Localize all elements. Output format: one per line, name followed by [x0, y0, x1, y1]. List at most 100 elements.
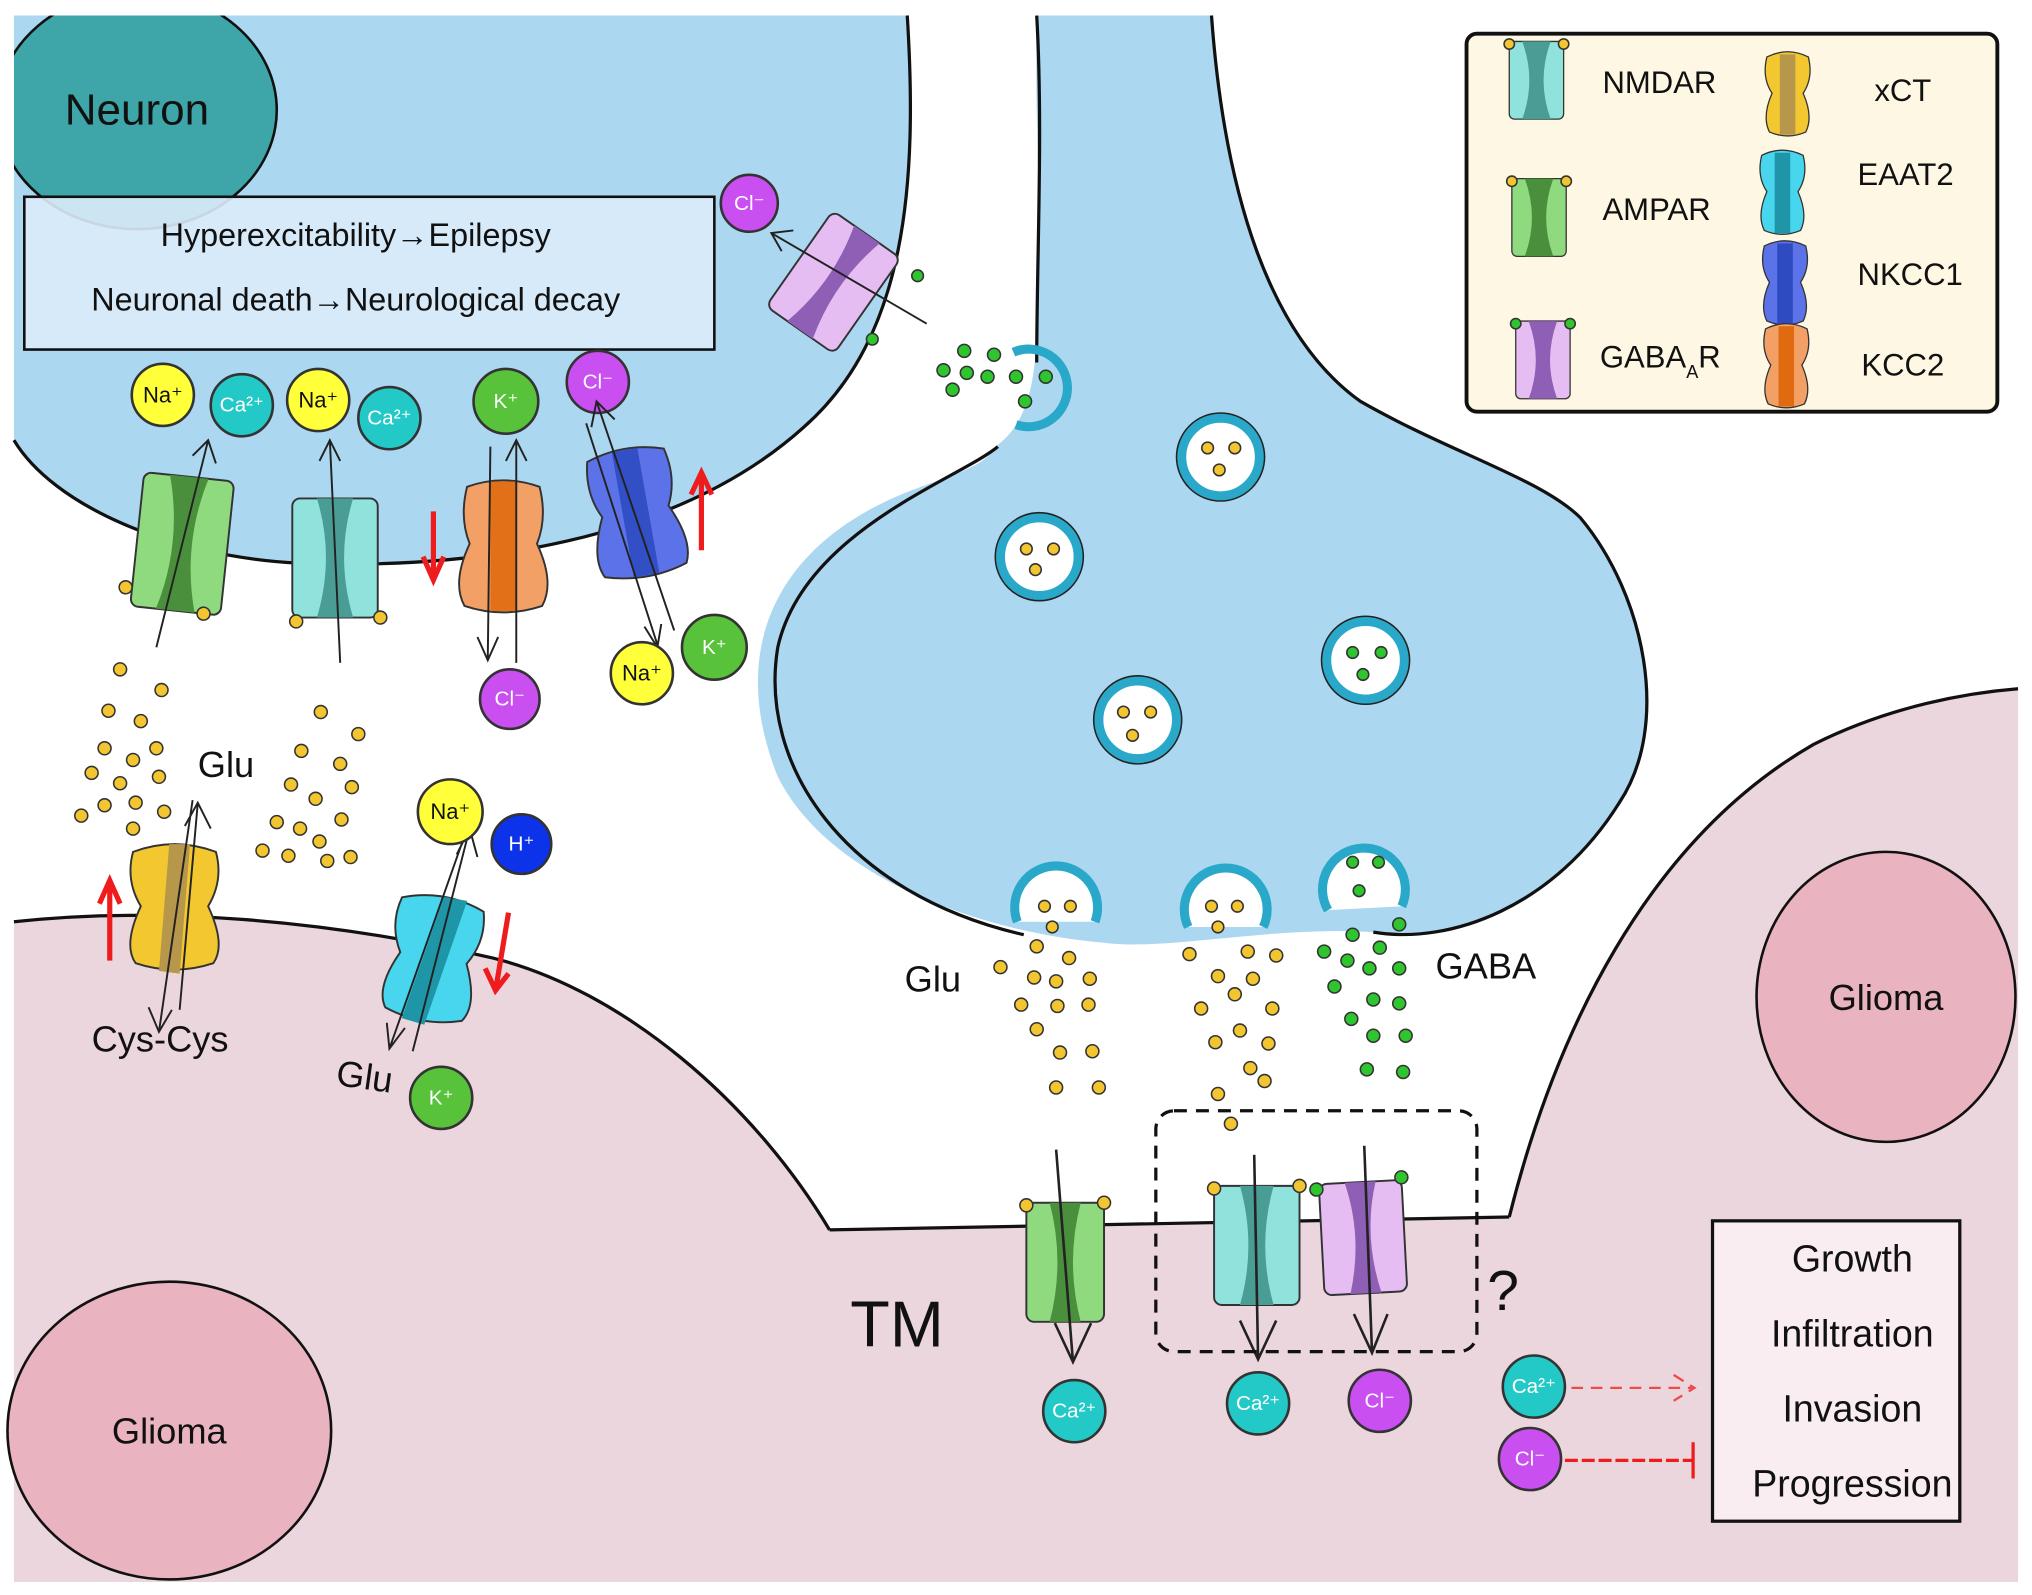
- legend-box: [1464, 31, 2000, 414]
- ampar-tm-arrow: [1053, 1149, 1093, 1366]
- ion-ca-tm-1: Ca²⁺: [1041, 1378, 1107, 1444]
- svg-text:Cl⁻: Cl⁻: [1515, 1448, 1545, 1471]
- docked-vesicle-top: [1011, 344, 1072, 432]
- gabaar-tm-arrow: [1352, 1145, 1389, 1357]
- glu-release-1: [993, 939, 1107, 1095]
- gaba-label: GABA: [1435, 946, 1537, 987]
- ion-k-1: K⁺: [472, 367, 540, 435]
- docked-vesicle-gaba: [1317, 843, 1410, 913]
- svg-text:Ca²⁺: Ca²⁺: [1052, 1400, 1096, 1423]
- legend-icon-nmdar: [1503, 38, 1570, 120]
- xct-up-arrow: [97, 873, 123, 961]
- svg-text:Na⁺: Na⁺: [430, 799, 470, 824]
- ampar-arrow: [155, 438, 217, 648]
- svg-text:Na⁺: Na⁺: [143, 382, 183, 407]
- ion-ca-2: Ca²⁺: [357, 385, 422, 451]
- ion-ca-promote: Ca²⁺: [1501, 1354, 1567, 1419]
- legend: NMDAR AMPAR GABAAR xCT EAAT2 NKCC1: [1464, 31, 2000, 414]
- eaat2-down-arrow: [482, 912, 512, 996]
- svg-text:Na⁺: Na⁺: [622, 661, 662, 686]
- outcome-progression: Progression: [1752, 1463, 1952, 1505]
- ion-na-1: Na⁺: [130, 362, 196, 428]
- kcc2-arrows: [476, 438, 528, 663]
- eaat2-glioma: [381, 894, 485, 1025]
- xct-glioma: [129, 843, 220, 974]
- outcome-infiltration: Infiltration: [1771, 1312, 1934, 1354]
- svg-text:Cl⁻: Cl⁻: [583, 370, 613, 393]
- svg-text:K⁺: K⁺: [494, 390, 519, 413]
- legend-label-ampar: AMPAR: [1602, 192, 1710, 227]
- effects-box: [23, 195, 716, 351]
- svg-text:K⁺: K⁺: [702, 636, 727, 659]
- nkcc1-up-arrow: [688, 466, 715, 551]
- svg-text:Cl⁻: Cl⁻: [734, 192, 764, 215]
- glioma-membrane-right: [1507, 687, 2019, 1218]
- svg-text:Cl⁻: Cl⁻: [495, 688, 525, 711]
- ion-cl-1: Cl⁻: [565, 349, 631, 415]
- legend-icon-xct: [1764, 51, 1811, 137]
- legend-icon-kcc2: [1763, 323, 1810, 409]
- neuron-label: Neuron: [65, 85, 209, 134]
- ion-na-3: Na⁺: [609, 640, 675, 706]
- ion-cl-tm: Cl⁻: [1347, 1368, 1413, 1434]
- kcc2-neuron: [458, 479, 549, 614]
- outcomes-box: [1710, 1219, 1962, 1523]
- glu-glioma-label: Glu: [334, 1052, 396, 1100]
- glu-release-2: [1182, 944, 1284, 1131]
- presynaptic-membrane: [773, 15, 1649, 937]
- vesicle-glu-1: [1175, 412, 1266, 502]
- question-mark: ?: [1487, 1259, 1519, 1323]
- legend-label-nmdar: NMDAR: [1602, 65, 1716, 100]
- nmdar-arrow: [318, 438, 342, 663]
- ion-k-2: K⁺: [680, 613, 749, 681]
- svg-text:K⁺: K⁺: [429, 1086, 454, 1109]
- docked-vesicle-glu-1: [1010, 861, 1103, 934]
- ion-cl-2: Cl⁻: [478, 668, 541, 731]
- effects-line-epilepsy: Hyperexcitability→Epilepsy: [161, 217, 552, 253]
- ion-cl-gaba: Cl⁻: [719, 173, 780, 234]
- legend-icon-nkcc1: [1761, 240, 1809, 326]
- legend-icon-ampar: [1505, 175, 1573, 257]
- glioma-left-label: Glioma: [112, 1411, 228, 1452]
- cys-cys-label: Cys-Cys: [92, 1018, 229, 1059]
- gabaar-neuron: [768, 212, 899, 352]
- svg-text:Cl⁻: Cl⁻: [1365, 1389, 1395, 1412]
- vesicle-glu-3: [1092, 675, 1183, 765]
- svg-text:Ca²⁺: Ca²⁺: [1512, 1375, 1556, 1398]
- ion-k-3: K⁺: [408, 1065, 474, 1131]
- eaat2-arrows: [385, 825, 479, 1052]
- glioma-right-label: Glioma: [1829, 977, 1945, 1018]
- docked-vesicle-glu-2: [1179, 863, 1272, 934]
- glu-top-label: Glu: [198, 744, 254, 785]
- uncertain-receptors-box: [1154, 1109, 1479, 1354]
- svg-text:Na⁺: Na⁺: [298, 388, 338, 413]
- promote-arrow: [1571, 1373, 1697, 1402]
- glioma-cell-body: [13, 688, 2019, 1583]
- tm-label: TM: [850, 1287, 943, 1360]
- glioma-nucleus-left: [6, 1280, 333, 1581]
- ion-h: H⁺: [490, 813, 553, 876]
- glu-cloud-left: [74, 662, 366, 869]
- ion-ca-1: Ca²⁺: [209, 372, 275, 438]
- gabaar-tm: [1309, 1170, 1409, 1297]
- outcome-invasion: Invasion: [1782, 1388, 1922, 1430]
- effects-line-neurological-decay: Neuronal death→Neurological decay: [91, 282, 621, 318]
- xct-arrows: [147, 799, 212, 1034]
- vesicle-glu-2: [994, 511, 1085, 602]
- nmdar-tm-arrow: [1238, 1154, 1278, 1363]
- ion-na-4: Na⁺: [416, 778, 484, 846]
- ion-na-2: Na⁺: [285, 367, 351, 433]
- legend-label-eaat2: EAAT2: [1858, 157, 1954, 192]
- vesicle-gaba-1: [1320, 615, 1411, 706]
- outcome-growth: Growth: [1792, 1237, 1913, 1279]
- legend-icon-eaat2: [1759, 149, 1806, 235]
- gaba-release-top: [936, 343, 1054, 409]
- kcc2-down-arrow: [420, 511, 447, 587]
- legend-label-gabaar: GABAAR: [1600, 340, 1721, 382]
- gaba-release: [1316, 917, 1413, 1080]
- legend-icon-gabaar: [1509, 317, 1577, 400]
- ion-cl-inhibit: Cl⁻: [1497, 1426, 1563, 1492]
- legend-label-kcc2: KCC2: [1861, 347, 1944, 382]
- svg-text:H⁺: H⁺: [509, 833, 535, 856]
